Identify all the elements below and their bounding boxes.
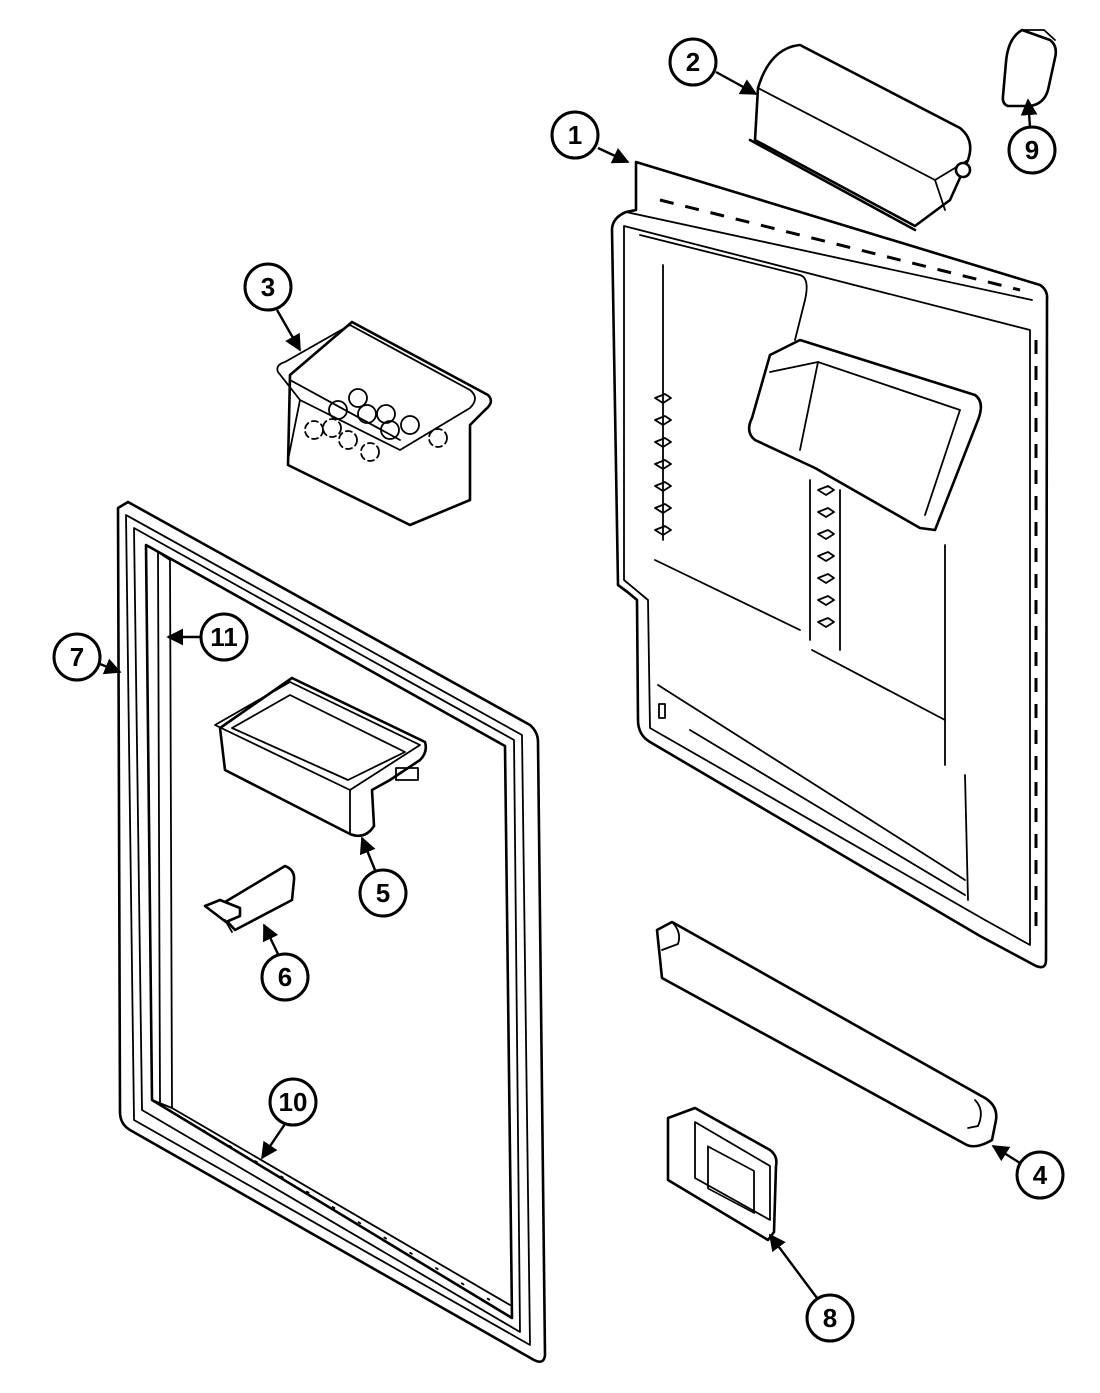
callout-3: 3 — [243, 262, 302, 352]
callout-7-label: 7 — [70, 642, 84, 672]
hinge-cover-part — [1001, 28, 1058, 108]
bin-clip-part — [203, 864, 296, 933]
shelf-rail-part — [655, 920, 998, 1148]
callout-3-label: 3 — [261, 272, 275, 302]
callout-1-label: 1 — [568, 120, 582, 150]
egg-cups — [304, 388, 448, 462]
callout-5: 5 — [358, 836, 408, 918]
callout-9: 9 — [1007, 98, 1057, 175]
door-gasket-part — [116, 500, 547, 1363]
callout-7: 7 — [52, 632, 122, 682]
callout-6: 6 — [260, 923, 310, 1002]
callout-11: 11 — [166, 612, 249, 662]
callout-11-label: 11 — [210, 622, 238, 652]
callout-6-label: 6 — [278, 962, 292, 992]
callout-5-label: 5 — [376, 878, 390, 908]
egg-bin-part — [276, 320, 493, 527]
callout-9-label: 9 — [1025, 135, 1039, 165]
shelf-notches-center — [817, 485, 835, 628]
callout-2: 2 — [668, 37, 758, 96]
callout-10-label: 10 — [279, 1087, 308, 1117]
callout-8: 8 — [768, 1233, 855, 1343]
callout-4: 4 — [991, 1144, 1065, 1200]
handle-insert-part — [666, 1106, 778, 1242]
door-bin-part — [214, 676, 428, 838]
callout-10: 10 — [261, 1077, 318, 1160]
callout-8-label: 8 — [823, 1303, 837, 1333]
door-liner-part — [610, 160, 1049, 969]
shelf-notches-left — [654, 393, 672, 536]
callout-2-label: 2 — [686, 47, 700, 77]
dairy-door-part — [748, 43, 972, 232]
callout-1: 1 — [550, 110, 630, 164]
callout-4-label: 4 — [1033, 1160, 1048, 1190]
